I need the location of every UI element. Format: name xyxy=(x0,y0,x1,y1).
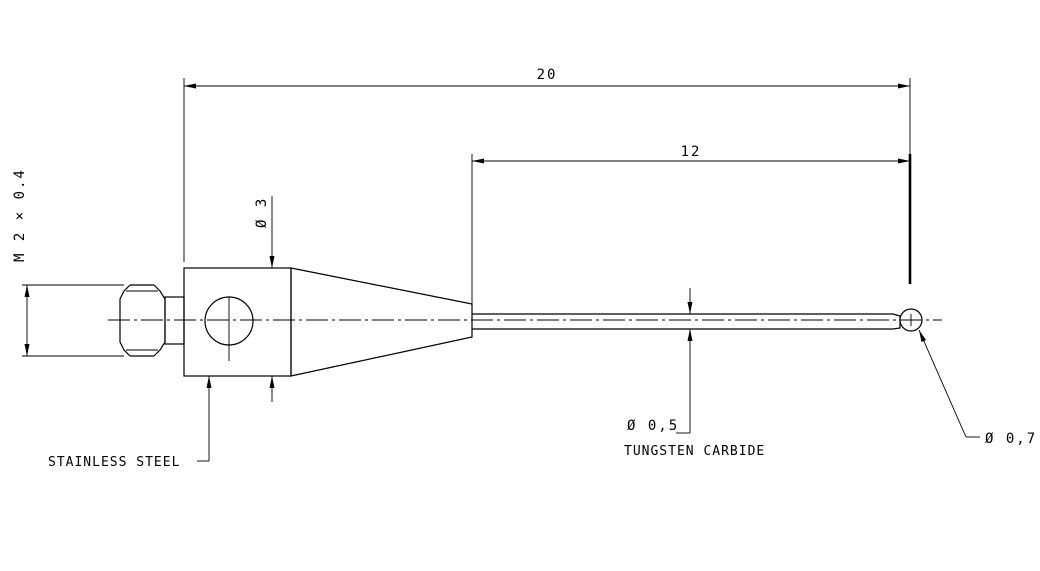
body-material-label: STAINLESS STEEL xyxy=(48,455,180,470)
arrowhead-top xyxy=(24,285,30,297)
material-leader-arrow xyxy=(206,376,212,388)
body-material-callout: STAINLESS STEEL xyxy=(48,376,212,470)
arrowhead-top xyxy=(687,302,693,314)
arrowhead-right xyxy=(898,83,910,89)
body-diameter-label: Ø 3 xyxy=(254,197,270,228)
body-diameter-dimension: Ø 3 xyxy=(254,196,275,402)
svg-text:Ø 3: Ø 3 xyxy=(254,197,270,228)
undercut-neck xyxy=(164,296,185,345)
arrowhead-bottom xyxy=(24,344,30,356)
tapered-cone xyxy=(290,267,473,377)
ball-leader xyxy=(918,329,967,438)
stylus-body xyxy=(183,267,473,377)
body-block xyxy=(183,267,292,377)
thread-dimension: M 2 × 0.4 xyxy=(12,168,124,357)
stem-tip xyxy=(892,313,901,330)
arrowhead-left xyxy=(184,83,196,89)
arrowhead-left xyxy=(472,158,484,164)
overall-length-dimension: 20 xyxy=(183,67,911,284)
stem-length-dimension: 12 xyxy=(471,144,912,304)
stem-diameter-dimension: Ø 0,5 TUNGSTEN CARBIDE xyxy=(624,288,765,459)
arrowhead-bottom xyxy=(687,329,693,341)
arrowhead-top xyxy=(269,256,275,268)
stylus-stem xyxy=(472,313,901,330)
stem-material-label: TUNGSTEN CARBIDE xyxy=(624,444,765,459)
ball-diameter-label: Ø 0,7 xyxy=(985,431,1037,447)
stem-diameter-label: Ø 0,5 xyxy=(627,418,679,434)
overall-length-label: 20 xyxy=(537,67,558,83)
threaded-shank xyxy=(119,284,185,357)
arrowhead-right xyxy=(898,158,910,164)
ball-diameter-dimension: Ø 0,7 xyxy=(918,329,1037,447)
arrowhead-bottom xyxy=(269,376,275,388)
thread-chamfer-left xyxy=(119,284,131,357)
stem-length-label: 12 xyxy=(681,144,702,160)
thread-label: M 2 × 0.4 xyxy=(12,168,28,262)
thread-chamfer-right xyxy=(153,284,166,357)
ball-leader-arrow xyxy=(919,330,926,342)
